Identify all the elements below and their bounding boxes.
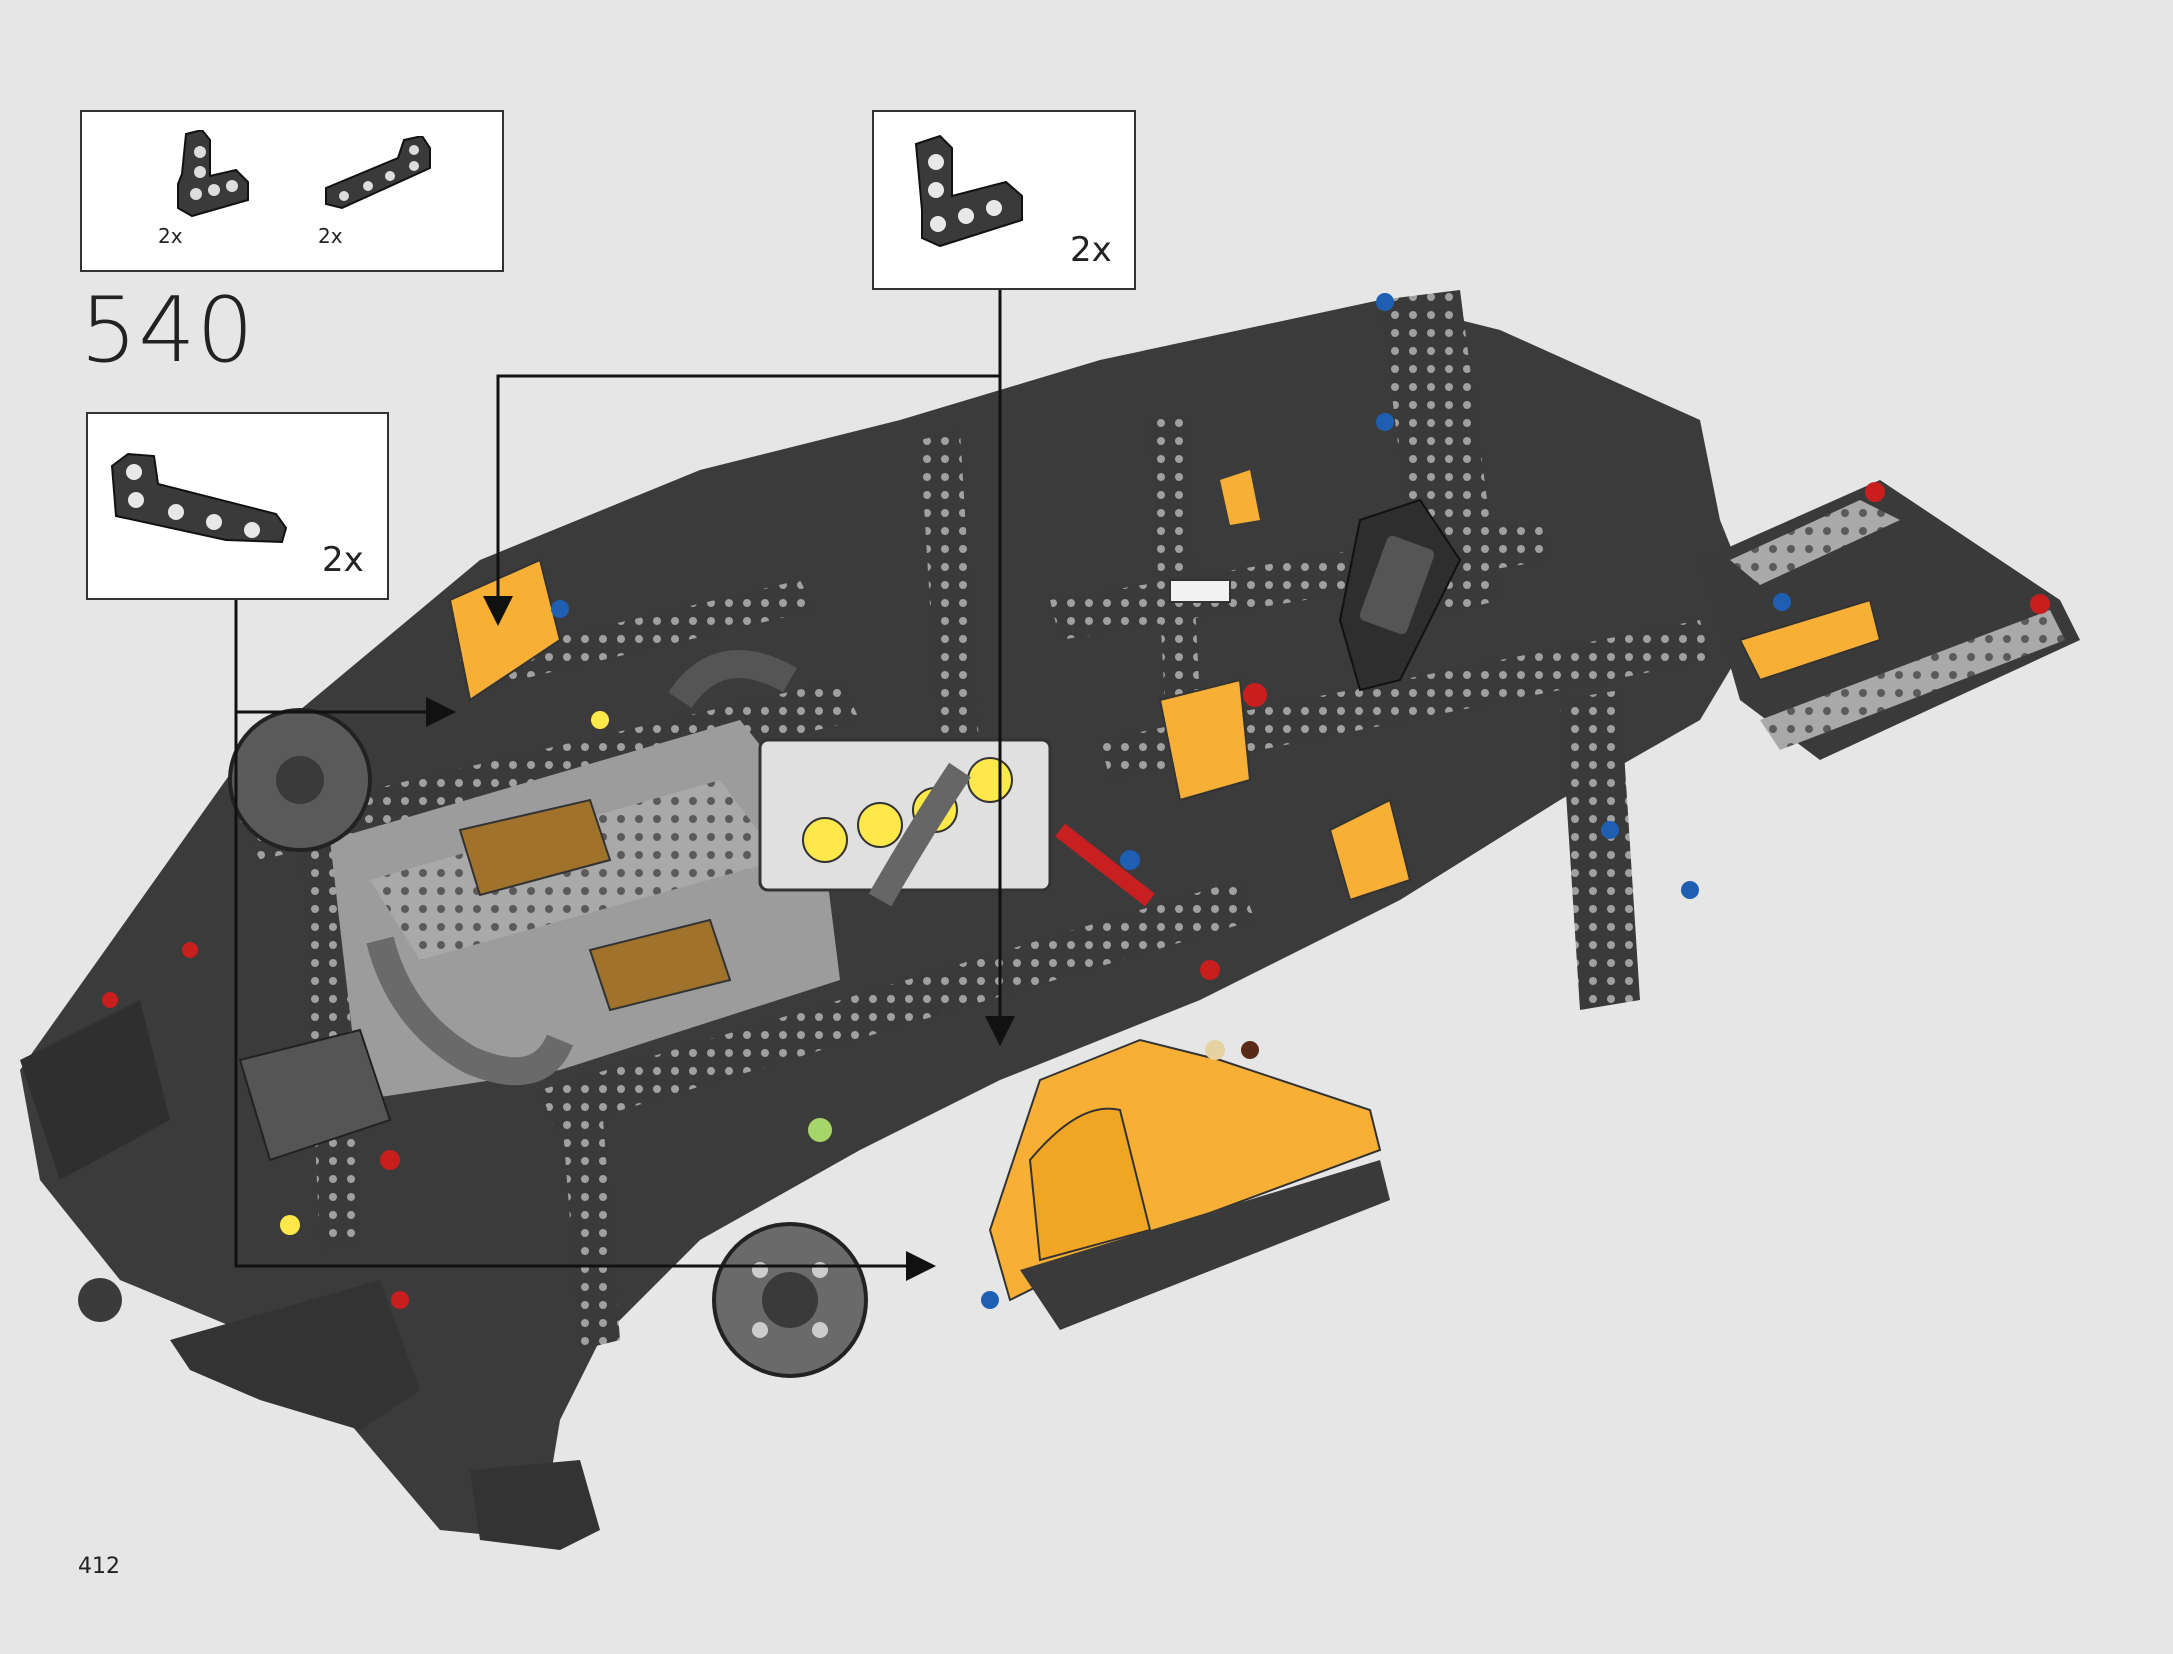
skid-plates [20,1000,1390,1550]
t-beam-icon [177,130,249,218]
l-beam-icon [325,136,431,210]
engine-bay [238,650,1155,1162]
page-number: 412 [78,1554,120,1579]
l-beam-icon [110,452,288,544]
wheel-hubs [78,708,868,1378]
callout-box-left: 2x [86,412,389,600]
parts-quantity-2: 2x [318,224,343,248]
cockpit [1169,498,1462,692]
orange-panels [448,470,1882,1302]
step-number: 540 [80,278,255,383]
t-beam-icon [914,134,1023,248]
callout-top-quantity: 2x [1070,230,1112,270]
parts-list-box: 2x 2x [80,110,504,272]
instruction-arrows [234,290,1015,1281]
callout-left-quantity: 2x [322,540,364,580]
parts-quantity-1: 2x [158,224,183,248]
callout-box-top: 2x [872,110,1136,290]
pin-accents [102,293,2050,1309]
